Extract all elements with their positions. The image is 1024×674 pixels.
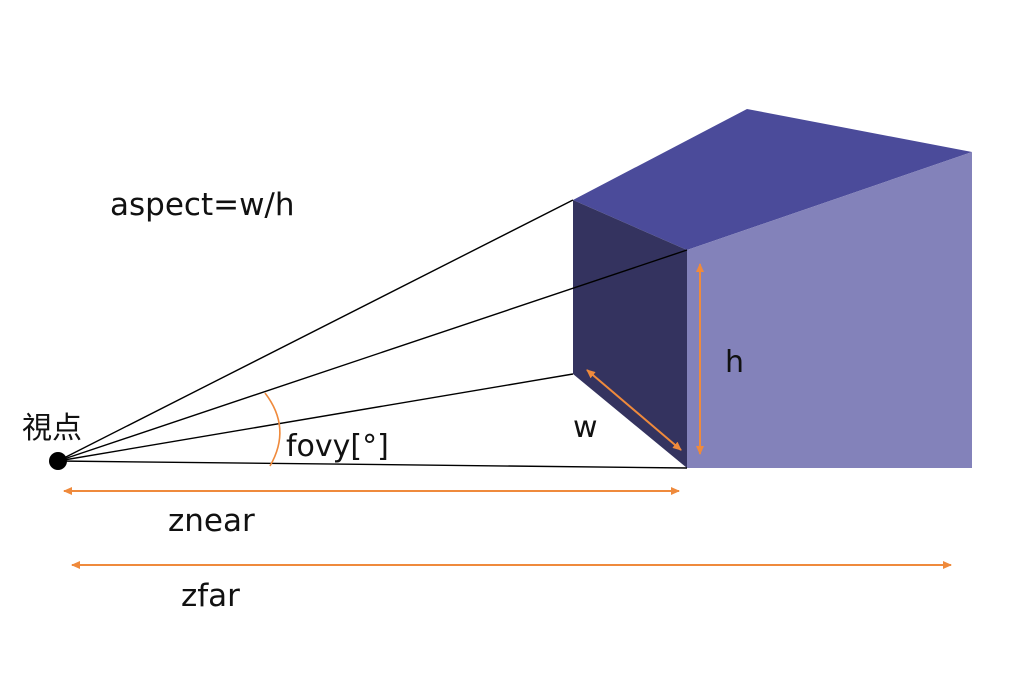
viewpoint-dot — [49, 452, 67, 470]
fovy-arc — [264, 392, 281, 467]
box-top-face — [573, 109, 972, 250]
box-side-face — [687, 152, 972, 468]
h-label: h — [725, 345, 744, 380]
znear-label: znear — [168, 503, 255, 539]
frustum-line-middle — [57, 373, 574, 462]
frustum-line-bottom — [57, 460, 688, 469]
w-arrow — [586, 369, 682, 451]
frustum-line-upper — [57, 249, 688, 462]
zfar-label: zfar — [181, 578, 240, 614]
aspect-label: aspect=w/h — [110, 187, 295, 223]
w-label: w — [573, 410, 598, 445]
frustum-line-top — [57, 199, 574, 462]
fovy-label: fovy[°] — [286, 429, 389, 464]
viewpoint-label: 視点 — [22, 411, 82, 446]
